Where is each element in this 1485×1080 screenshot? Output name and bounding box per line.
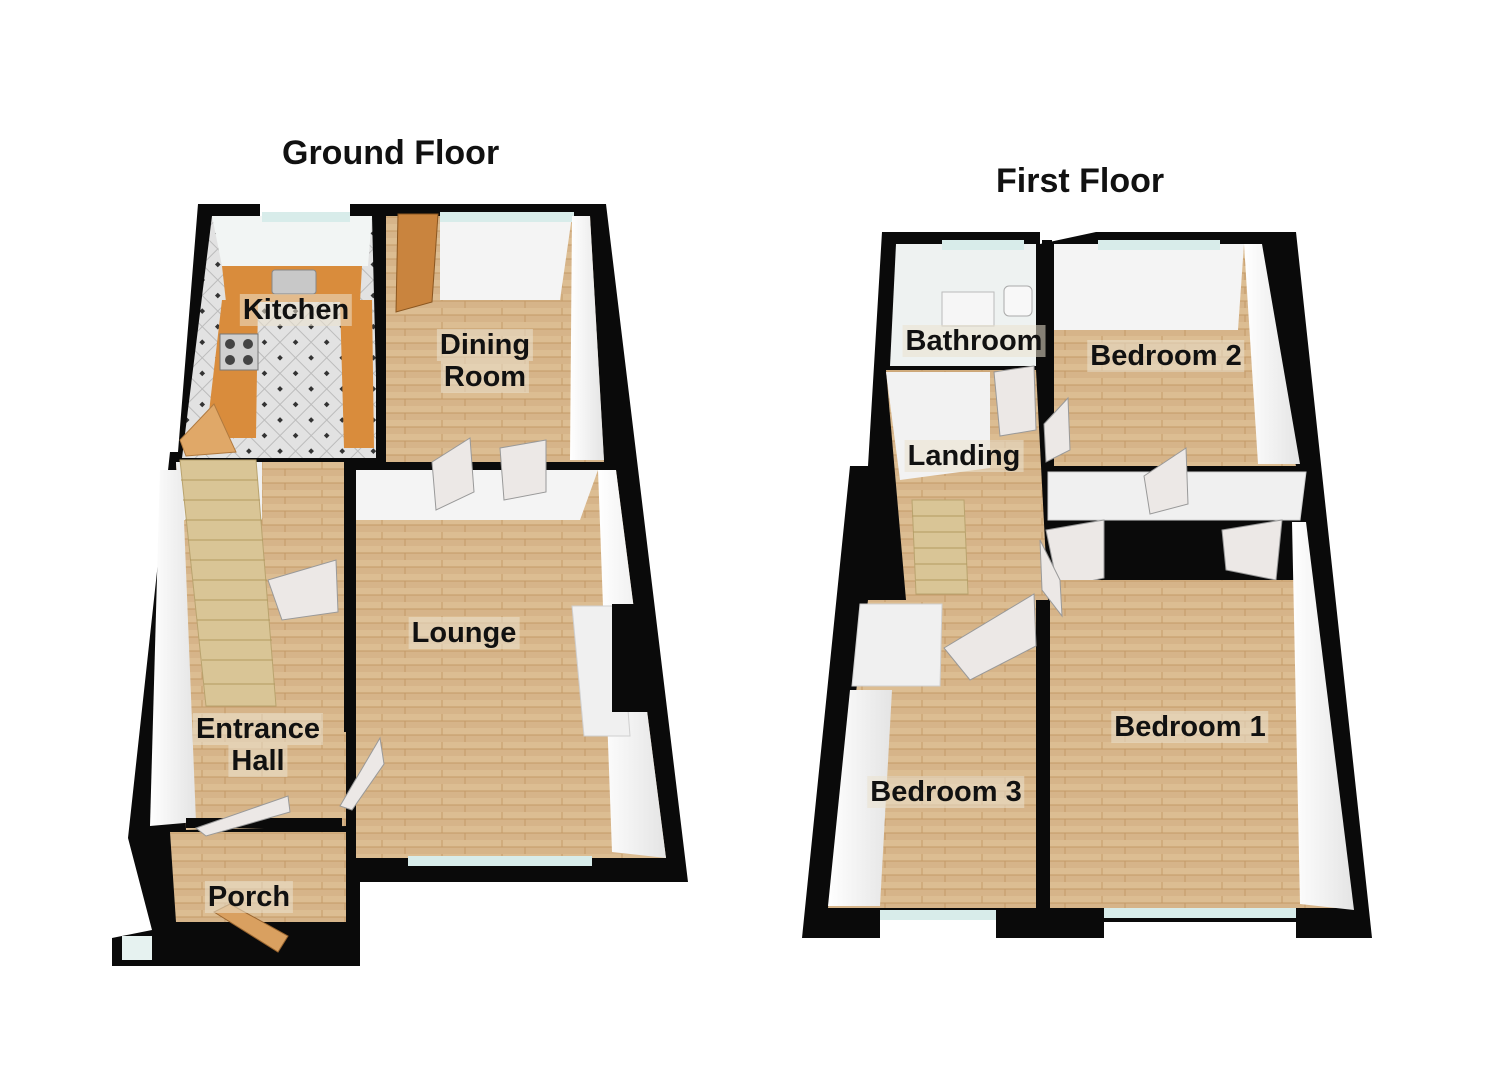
dining-room-label-line1: Dining <box>436 329 534 361</box>
bedroom1-right-wall <box>1292 522 1354 910</box>
bedroom3-door <box>943 593 1037 681</box>
bathroom-door <box>993 365 1037 437</box>
porch-inner-door <box>194 795 291 837</box>
staircase <box>179 459 277 707</box>
bedroom3-left-wall <box>828 690 892 906</box>
bedroom1-label: Bedroom 1 <box>1111 711 1269 743</box>
lounge-floor <box>356 470 666 858</box>
kitchen-counter-right <box>340 300 374 448</box>
first-floor-plan <box>802 232 1372 938</box>
ground-floor-plan <box>112 204 688 966</box>
wardrobe-door-center <box>1143 447 1189 515</box>
lounge-window <box>408 856 592 866</box>
bedroom2-label: Bedroom 2 <box>1087 340 1245 372</box>
landing-staircase <box>911 499 969 595</box>
kitchen-door <box>179 403 237 457</box>
dining-back-wall <box>440 216 572 300</box>
bedroom1-floor <box>1050 580 1346 908</box>
bedroom3-cupboard <box>851 603 943 687</box>
first-floor-title: First Floor <box>996 162 1165 200</box>
porch-window <box>122 936 152 960</box>
porch-divider <box>186 818 342 828</box>
dining-room-label-line2: Room <box>440 361 530 393</box>
entrance-hall-label-line1: Entrance <box>192 713 324 745</box>
landing-label: Landing <box>904 440 1024 472</box>
ground-floor-title: Ground Floor <box>282 134 500 172</box>
entrance-hall-label-line2: Hall <box>228 745 288 777</box>
hall-left-wall <box>150 470 196 826</box>
lounge-back-wall <box>356 470 598 520</box>
kitchen-back-wall <box>212 216 372 266</box>
bedroom1-door <box>1039 539 1063 618</box>
bedroom2-right-wall <box>1244 244 1300 464</box>
lounge-door-left <box>431 437 475 511</box>
hall-door <box>267 559 339 621</box>
dining-window <box>440 212 574 222</box>
back-door <box>395 213 439 313</box>
lounge-entry-door <box>339 736 385 811</box>
bathroom-label: Bathroom <box>902 325 1046 357</box>
kitchen-window <box>262 212 350 222</box>
bedroom2-back-wall <box>1054 244 1244 330</box>
kitchen-dining-divider <box>376 212 386 462</box>
kitchen-label: Kitchen <box>239 294 353 326</box>
bathroom-bedroom2-divider <box>1042 240 1052 470</box>
bath-tub-icon <box>941 291 995 327</box>
bedroom2-window <box>1098 240 1220 250</box>
bedroom1-window <box>1104 908 1296 918</box>
wardrobe-door-right <box>1221 519 1283 581</box>
lounge-label: Lounge <box>408 617 520 649</box>
toilet-icon <box>1003 285 1033 317</box>
bedroom3-window <box>880 910 996 920</box>
bedroom2-door <box>1043 396 1071 463</box>
lounge-door-right <box>499 439 547 501</box>
bathroom-window <box>942 240 1024 250</box>
sink-icon <box>271 269 317 295</box>
chimney-dark <box>612 604 652 712</box>
hall-lounge-divider <box>344 462 356 732</box>
porch-label: Porch <box>204 881 294 913</box>
bedroom1-divider <box>1038 600 1050 916</box>
hob-icon <box>219 333 259 371</box>
bedroom3-label: Bedroom 3 <box>867 776 1025 808</box>
dining-right-wall <box>570 216 604 460</box>
